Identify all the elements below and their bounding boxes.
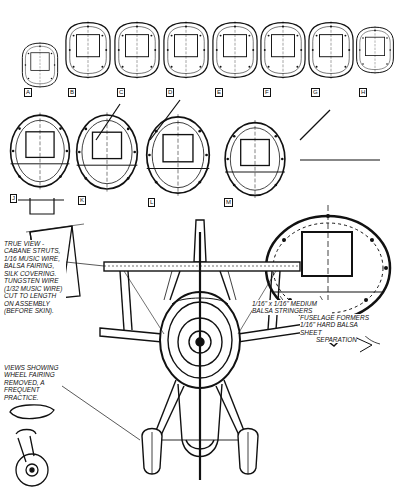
former-letter: L	[148, 198, 155, 207]
plan-note: FUSELAGE FORMERS 1/16" HARD BALSA SHEET	[300, 314, 380, 336]
former-letter: D	[166, 88, 174, 97]
former-letter: K	[78, 196, 86, 205]
former-letter: E	[215, 88, 223, 97]
former-letter: J	[10, 194, 17, 203]
former-letter: C	[117, 88, 125, 97]
former-letter: A	[24, 88, 32, 97]
plan-note: SEPARATION	[316, 336, 357, 343]
former-letter: F	[263, 88, 271, 97]
plan-note: TRUE VIEW - CABANE STRUTS, 1/16 MUSIC WI…	[4, 240, 66, 315]
former-letter: B	[68, 88, 76, 97]
former-letter: H	[359, 88, 367, 97]
plan-note: 1/16" x 1/16" MEDIUM BALSA STRINGERS	[252, 300, 332, 315]
plan-note: VIEWS SHOWING WHEEL FAIRING REMOVED, A F…	[4, 364, 62, 401]
former-letter: G	[311, 88, 320, 97]
former-letter: M	[224, 198, 233, 207]
